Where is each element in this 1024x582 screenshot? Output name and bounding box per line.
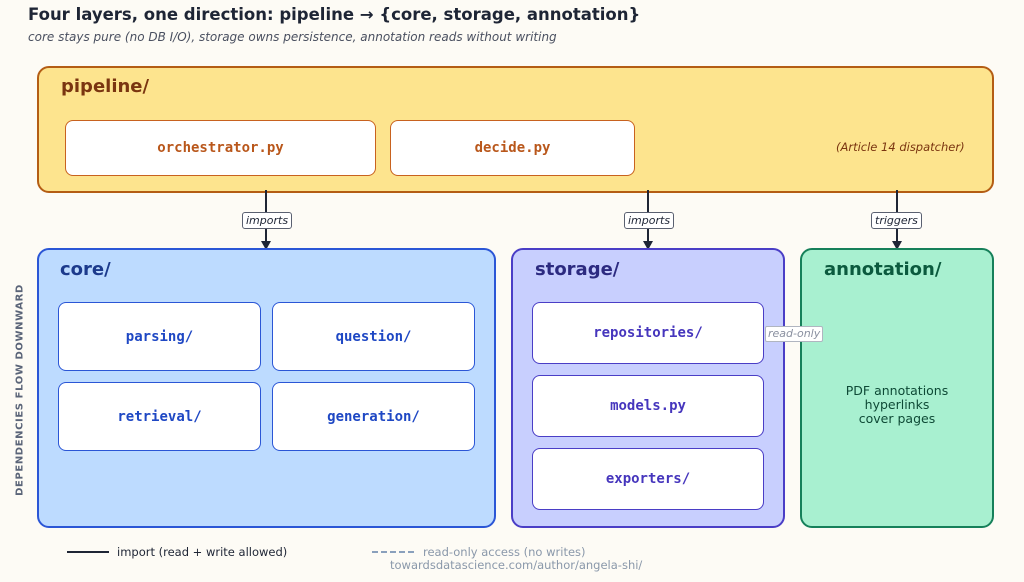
legend-import-line (67, 551, 109, 553)
side-label: DEPENDENCIES FLOW DOWNWARD (14, 284, 26, 496)
module-question: question/ (272, 302, 475, 371)
import-arrow-core-head (261, 241, 271, 250)
annotation-layer-title: annotation/ (824, 259, 942, 280)
module-orchestrator: orchestrator.py (65, 120, 376, 176)
module-retrieval: retrieval/ (58, 382, 261, 451)
legend-readonly-line (372, 551, 414, 553)
annotation-layer (800, 248, 994, 528)
credit-text: towardsdatascience.com/author/angela-shi… (390, 558, 643, 572)
legend-readonly-label: read-only access (no writes) (423, 545, 586, 559)
annotation-description: PDF annotations hyperlinks cover pages (800, 384, 994, 426)
edge-label-imports-storage: imports (624, 212, 675, 229)
edge-label-triggers: triggers (871, 212, 922, 229)
edge-label-read-only: read-only (765, 326, 824, 342)
module-decide: decide.py (390, 120, 635, 176)
import-arrow-storage-head (643, 241, 653, 250)
dispatcher-note: (Article 14 dispatcher) (836, 140, 965, 154)
module-generation: generation/ (272, 382, 475, 451)
module-exporters: exporters/ (532, 448, 764, 510)
module-parsing: parsing/ (58, 302, 261, 371)
legend-import-label: import (read + write allowed) (117, 545, 288, 559)
annotation-desc-line: cover pages (858, 411, 936, 426)
annotation-desc-line: PDF annotations (845, 383, 949, 398)
edge-label-imports-core: imports (242, 212, 293, 229)
module-models: models.py (532, 375, 764, 437)
core-layer-title: core/ (60, 259, 111, 280)
module-repositories: repositories/ (532, 302, 764, 364)
diagram-title: Four layers, one direction: pipeline → {… (28, 5, 641, 24)
trigger-arrow-annotation-head (892, 241, 902, 250)
diagram-subtitle: core stays pure (no DB I/O), storage own… (28, 30, 557, 44)
storage-layer-title: storage/ (535, 259, 620, 280)
pipeline-layer-title: pipeline/ (61, 76, 150, 97)
annotation-desc-line: hyperlinks (864, 397, 930, 412)
